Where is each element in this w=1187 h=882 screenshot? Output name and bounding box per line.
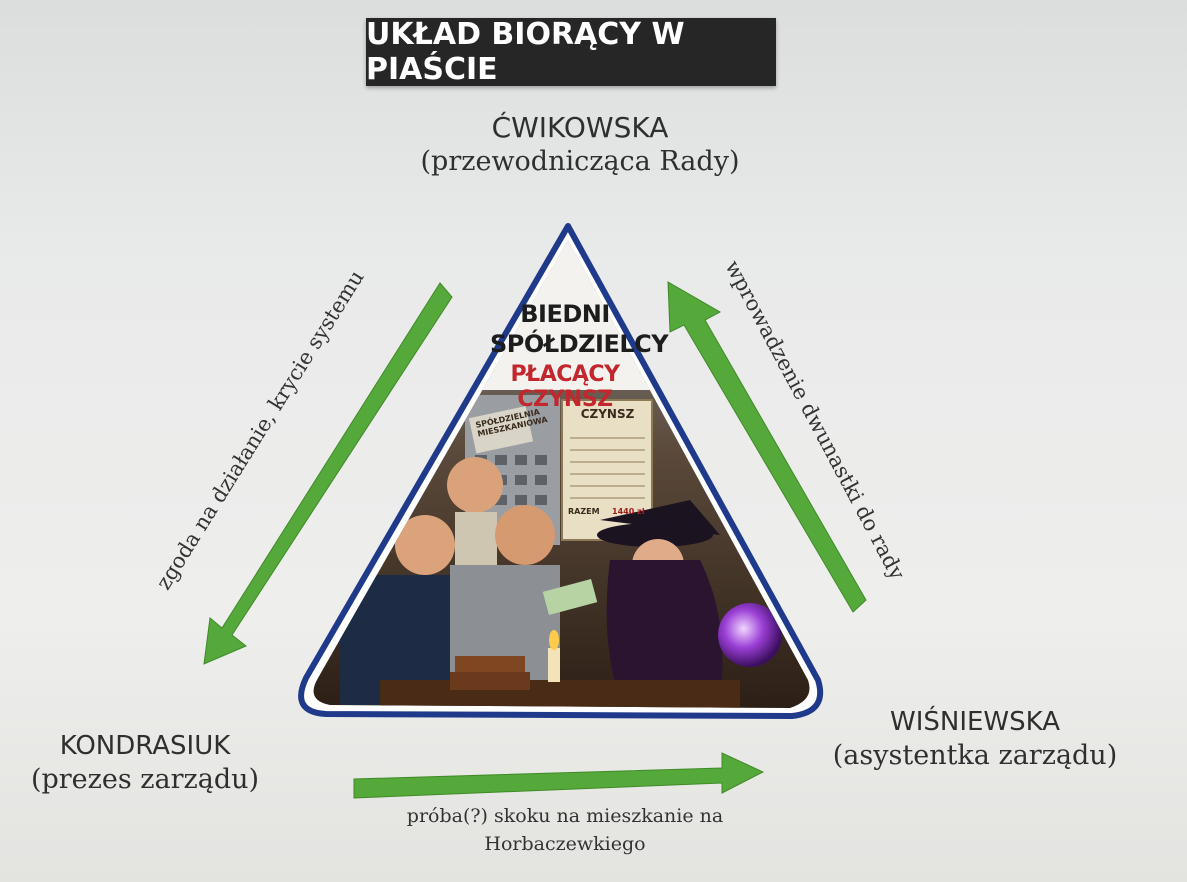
node-cwikowska: ĆWIKOWSKA (przewodnicząca Rady) — [380, 110, 780, 179]
rent-total-label: RAZEM — [568, 507, 600, 516]
poster-line-2: SPÓŁDZIELCY — [490, 330, 669, 358]
node-role: (prezes zarządu) — [30, 763, 260, 795]
rent-sign-title: CZYNSZ — [580, 407, 635, 421]
node-role: (asystentka zarządu) — [832, 739, 1118, 771]
node-name: WIŚNIEWSKA — [889, 707, 1060, 737]
crystal-ball — [718, 603, 782, 667]
poster-line-1: BIEDNI — [520, 300, 610, 328]
banknote — [542, 578, 598, 616]
rent-total-value: 1440 zł — [612, 507, 645, 516]
node-kondrasiuk: KONDRASIUK (prezes zarządu) — [0, 730, 290, 796]
diagram-title: UKŁAD BIORĄCY W PIAŚCIE — [366, 17, 776, 87]
node-wisniewska: WIŚNIEWSKA (asystentka zarządu) — [830, 706, 1120, 772]
node-name: ĆWIKOWSKA — [491, 111, 669, 144]
poster-line-3: PŁACĄCY CZYNSZ — [510, 362, 620, 412]
node-name: KONDRASIUK — [59, 731, 231, 761]
arrow-up-right-icon — [667, 281, 867, 613]
arrow-down-left-icon — [203, 282, 453, 665]
edge-label-bottom: próba(?) skoku na mieszkanie na Horbacze… — [406, 805, 724, 855]
building-sign — [468, 406, 534, 454]
arrow-right-icon — [353, 752, 765, 799]
node-role: (przewodnicząca Rady) — [420, 146, 740, 177]
